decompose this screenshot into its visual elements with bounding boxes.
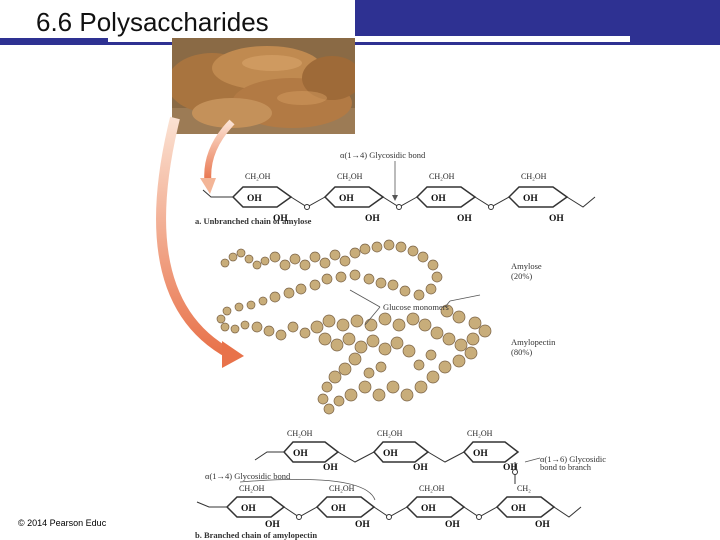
svg-text:CH₂OH: CH₂OH <box>329 484 355 493</box>
alpha16-bond-label-2: bond to branch <box>540 462 592 472</box>
svg-text:OH: OH <box>241 504 256 514</box>
svg-text:OH: OH <box>457 214 472 224</box>
starch-granule-diagram: Glucose monomers Amylose (20%) Amylopect… <box>216 239 556 415</box>
svg-text:OH: OH <box>365 214 380 224</box>
svg-text:OH: OH <box>383 449 398 459</box>
svg-text:OH: OH <box>503 463 518 473</box>
amylose-chain-diagram: α(1→4) Glycosidic bond CH₂OH OH OH CH₂OH… <box>195 150 596 226</box>
title-underline <box>108 36 630 42</box>
svg-text:OH: OH <box>323 463 338 473</box>
svg-text:CH₂OH: CH₂OH <box>521 172 547 181</box>
svg-text:OH: OH <box>247 194 262 204</box>
potato-photo <box>172 38 355 134</box>
lower-chain: CH₂OH OH OH CH₂OH OH OH CH₂OH OH OH CH₂ … <box>196 484 582 530</box>
ring-2: CH₂OH OH OH <box>323 172 385 224</box>
svg-text:CH₂OH: CH₂OH <box>337 172 363 181</box>
svg-text:OH: OH <box>293 449 308 459</box>
arrow-to-amylose <box>204 119 235 183</box>
svg-text:OH: OH <box>331 504 346 514</box>
ring-4: CH₂OH OH OH <box>507 172 569 224</box>
svg-text:OH: OH <box>445 520 460 530</box>
glucose-monomers-label: Glucose monomers <box>383 302 449 312</box>
alpha14-bond-label: α(1→4) Glycosidic bond <box>205 471 291 481</box>
arrow-to-amylose-head <box>200 178 216 194</box>
amylose-label: Amylose <box>511 261 542 271</box>
svg-text:CH₂OH: CH₂OH <box>287 429 313 438</box>
amylopectin-caption: b. Branched chain of amylopectin <box>195 530 317 540</box>
svg-text:OH: OH <box>265 520 280 530</box>
svg-text:OH: OH <box>339 194 354 204</box>
svg-text:OH: OH <box>431 194 446 204</box>
svg-text:CH₂OH: CH₂OH <box>245 172 271 181</box>
amylose-caption: a. Unbranched chain of amylose <box>195 216 312 226</box>
svg-text:OH: OH <box>273 214 288 224</box>
alpha16-bond-label: α(1→6) Glycosidic <box>540 454 606 464</box>
slide-title: 6.6 Polysaccharides <box>36 7 269 37</box>
amylopectin-label: Amylopectin <box>511 337 556 347</box>
svg-text:OH: OH <box>523 194 538 204</box>
svg-text:CH₂: CH₂ <box>517 484 531 493</box>
svg-text:OH: OH <box>535 520 550 530</box>
svg-text:CH₂OH: CH₂OH <box>429 172 455 181</box>
arrow-to-amylopectin <box>156 116 233 359</box>
title-background <box>0 0 355 38</box>
svg-text:CH₂OH: CH₂OH <box>419 484 445 493</box>
amylopectin-chain-diagram: CH₂OH OH OH CH₂OH OH OH CH₂OH OH OH α(1→… <box>195 429 606 540</box>
svg-text:CH₂OH: CH₂OH <box>467 429 493 438</box>
svg-text:OH: OH <box>413 463 428 473</box>
svg-text:OH: OH <box>511 504 526 514</box>
svg-text:OH: OH <box>421 504 436 514</box>
svg-text:OH: OH <box>549 214 564 224</box>
svg-text:OH: OH <box>355 520 370 530</box>
amylose-percent: (20%) <box>511 271 532 281</box>
upper-chain: CH₂OH OH OH CH₂OH OH OH CH₂OH OH OH <box>254 429 520 484</box>
ring-3: CH₂OH OH OH <box>415 172 477 224</box>
glycosidic-bond-label: α(1→4) Glycosidic bond <box>340 150 426 160</box>
arrow-to-amylopectin-head <box>222 341 244 368</box>
svg-text:CH₂OH: CH₂OH <box>377 429 403 438</box>
copyright-notice: © 2014 Pearson Educ <box>18 518 107 528</box>
amylopectin-percent: (80%) <box>511 347 532 357</box>
svg-text:CH₂OH: CH₂OH <box>239 484 265 493</box>
svg-text:OH: OH <box>473 449 488 459</box>
